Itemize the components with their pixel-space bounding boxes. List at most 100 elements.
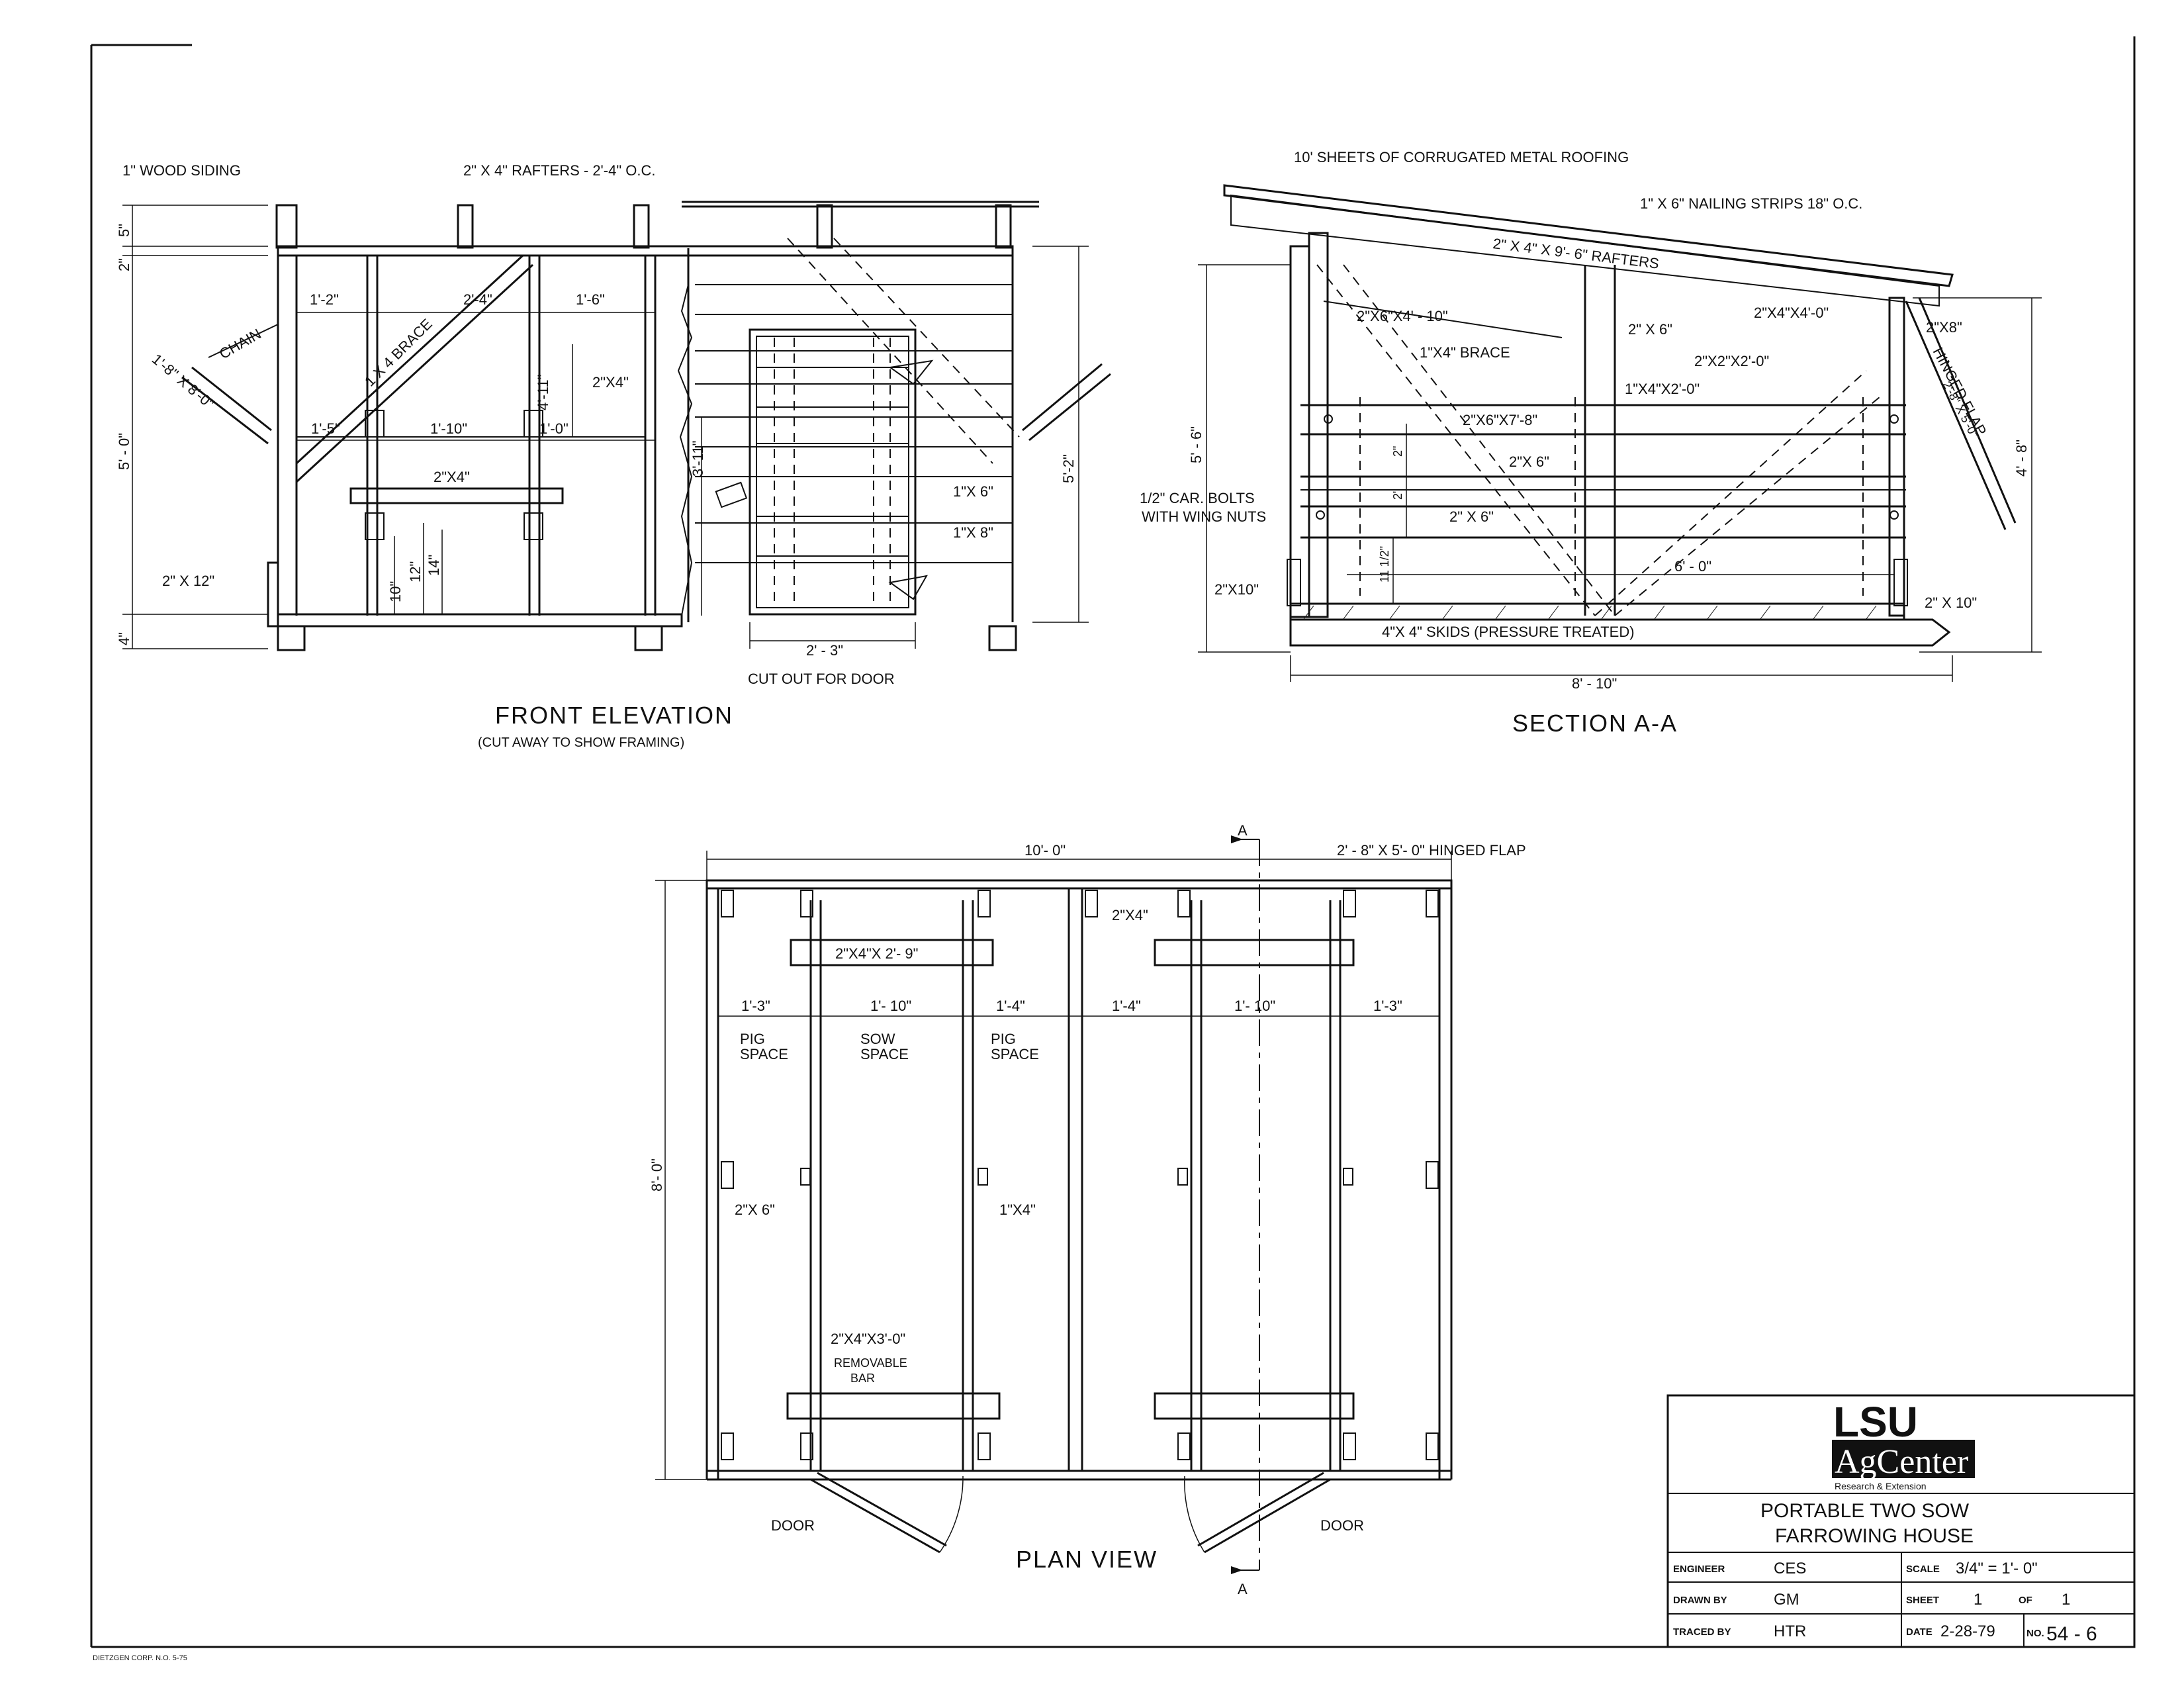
dim-2in-a: 2" xyxy=(1391,446,1404,457)
dim-1-2: 1'-2" xyxy=(310,291,339,308)
label-2x2x2-0: 2"X2"X2'-0" xyxy=(1694,353,1769,369)
label-plan-hinged-flap: 2' - 8" X 5'- 0" HINGED FLAP xyxy=(1337,842,1526,859)
drawn-by-value: GM xyxy=(1774,1591,1799,1609)
label-2x4x2-9: 2"X4"X 2'- 9" xyxy=(835,945,918,962)
label-sow-space-b: SPACE xyxy=(860,1046,909,1062)
dim-5-6: 5' - 6" xyxy=(1188,426,1205,463)
label-skids: 4"X 4" SKIDS (PRESSURE TREATED) xyxy=(1382,624,1635,640)
label-2x4-mid: 2"X4" xyxy=(433,469,470,485)
of-value: 1 xyxy=(2062,1591,2070,1609)
dim-1-0: 1'-0" xyxy=(539,420,569,437)
label-2x4x4-0: 2"X4"X4'-0" xyxy=(1754,305,1829,321)
front-elevation-subtitle: (CUT AWAY TO SHOW FRAMING) xyxy=(478,735,684,750)
label-2x10-right: 2" X 10" xyxy=(1925,594,1977,611)
dim-6-0: 6' - 0" xyxy=(1674,558,1711,575)
label-brace: 1 X 4 BRACE xyxy=(361,316,435,390)
engineer-label: ENGINEER xyxy=(1673,1564,1725,1575)
dim-1-3-left: 1'-3" xyxy=(741,998,770,1014)
floor-hatch xyxy=(1303,605,1877,620)
label-1x8: 1"X 8" xyxy=(953,524,993,541)
dim-1-5: 1'-5" xyxy=(311,420,340,437)
label-bolts-line1: 1/2" CAR. BOLTS xyxy=(1140,490,1255,506)
dim-1-4-right: 1'-4" xyxy=(1112,998,1141,1014)
dim-1-10: 1'-10" xyxy=(430,420,467,437)
label-roofing: 10' SHEETS OF CORRUGATED METAL ROOFING xyxy=(1294,149,1629,165)
label-door-left: DOOR xyxy=(771,1517,815,1534)
dim-2in-b: 2" xyxy=(1391,489,1404,500)
drawing-title-line1: PORTABLE TWO SOW xyxy=(1760,1500,1970,1522)
dim-4-8: 4' - 8" xyxy=(2013,440,2030,477)
label-flap-size: 1'-8" X 8'-0" xyxy=(149,351,218,412)
dim-11-half: 11 1/2" xyxy=(1378,546,1391,583)
section-aa: 10' SHEETS OF CORRUGATED METAL ROOFING 1… xyxy=(1140,149,2042,737)
front-elevation: 1" WOOD SIDING 2" X 4" RAFTERS - 2'-4" O… xyxy=(116,162,1111,750)
dim-1-3-right: 1'-3" xyxy=(1373,998,1402,1014)
dim-14in: 14" xyxy=(426,555,442,576)
label-2x6-c: 2" X 6" xyxy=(1449,508,1494,525)
section-mark-bottom: A xyxy=(1238,1581,1248,1597)
scale-value: 3/4" = 1'- 0" xyxy=(1956,1560,2038,1577)
label-plan-1x4: 1"X4" xyxy=(999,1201,1036,1218)
dim-3-11: 3'-11" xyxy=(690,441,706,477)
section-mark-top: A xyxy=(1238,822,1248,839)
scale-label: SCALE xyxy=(1906,1564,1940,1575)
dim-5-0: 5' - 0" xyxy=(116,433,132,470)
engineer-value: CES xyxy=(1774,1560,1806,1577)
sheet-border xyxy=(90,36,2136,1648)
traced-by-value: HTR xyxy=(1774,1622,1806,1640)
label-2x4-right: 2"X4" xyxy=(592,374,629,391)
of-label: OF xyxy=(2019,1595,2032,1606)
label-sow-space-a: SOW xyxy=(860,1031,895,1047)
dim-4-11: 4'-11" xyxy=(535,375,551,410)
date-value: 2-28-79 xyxy=(1940,1622,1995,1640)
drawing-number-value: 54 - 6 xyxy=(2046,1623,2097,1645)
dim-1-10-right: 1'- 10" xyxy=(1234,998,1275,1014)
label-1x4x2-0: 1"X4"X2'-0" xyxy=(1625,381,1700,397)
label-door-cutout: CUT OUT FOR DOOR xyxy=(748,671,895,687)
logo-subtitle: Research & Extension xyxy=(1835,1481,1927,1491)
dim-12in: 12" xyxy=(407,561,424,583)
label-rafters: 2" X 4" RAFTERS - 2'-4" O.C. xyxy=(463,162,655,179)
logo-lsu: LSU xyxy=(1833,1398,1918,1446)
logo-agcenter: AgCenter xyxy=(1835,1443,1968,1481)
section-aa-title: SECTION A-A xyxy=(1512,710,1678,737)
dim-2in: 2" xyxy=(116,258,132,271)
plan-view-title: PLAN VIEW xyxy=(1016,1546,1158,1573)
label-removable-2: BAR xyxy=(850,1372,875,1385)
dim-2-4: 2'-4" xyxy=(463,291,492,308)
label-removable-1: REMOVABLE xyxy=(834,1356,907,1370)
label-2x6x7-8: 2"X6"X7'-8" xyxy=(1463,412,1537,428)
dim-1-6: 1'-6" xyxy=(576,291,605,308)
label-2x8: 2"X8" xyxy=(1926,319,1962,336)
label-2x12: 2" X 12" xyxy=(162,573,214,589)
label-plan-2x4: 2"X4" xyxy=(1112,907,1148,923)
plan-view: A A 10'- 0" 2' - 8" X 5'- 0" HINGED FLAP… xyxy=(649,822,1526,1597)
label-wood-siding: 1" WOOD SIDING xyxy=(122,162,241,179)
sheet-label: SHEET xyxy=(1906,1595,1939,1606)
lsu-agcenter-logo: LSU AgCenter Research & Extension xyxy=(1832,1398,1975,1491)
label-2x6x4-10: 2"X6"X4' - 10" xyxy=(1357,308,1448,324)
label-2x4x3-0: 2"X4"X3'-0" xyxy=(831,1331,905,1347)
label-section-rafters: 2" X 4" X 9'- 6" RAFTERS xyxy=(1492,235,1660,272)
drawing-title-line2: FARROWING HOUSE xyxy=(1775,1525,1974,1547)
label-2x10-left: 2"X10" xyxy=(1214,581,1259,598)
drawing-number-label: NO. xyxy=(2026,1628,2044,1639)
dim-10in: 10" xyxy=(387,581,404,602)
label-nailing-strips: 1" X 6" NAILING STRIPS 18" O.C. xyxy=(1640,195,1862,212)
dim-8-10: 8' - 10" xyxy=(1572,675,1617,692)
dim-8-0: 8'- 0" xyxy=(649,1158,665,1192)
dim-4in: 4" xyxy=(116,632,132,645)
dim-1-4-left: 1'-4" xyxy=(996,998,1025,1014)
date-label: DATE xyxy=(1906,1626,1933,1638)
traced-by-label: TRACED BY xyxy=(1673,1626,1731,1638)
drawn-by-label: DRAWN BY xyxy=(1673,1595,1727,1606)
label-pig-space-1b: SPACE xyxy=(740,1046,788,1062)
label-2x6-b: 2"X 6" xyxy=(1509,453,1549,470)
label-section-2x6: 2" X 6" xyxy=(1628,321,1672,338)
label-bolts-line2: WITH WING NUTS xyxy=(1142,508,1266,525)
dim-5in: 5" xyxy=(116,224,132,237)
label-pig-space-1a: PIG xyxy=(740,1031,765,1047)
title-block: LSU AgCenter Research & Extension PORTAB… xyxy=(1666,1394,2136,1648)
label-section-brace: 1"X4" BRACE xyxy=(1420,344,1510,361)
